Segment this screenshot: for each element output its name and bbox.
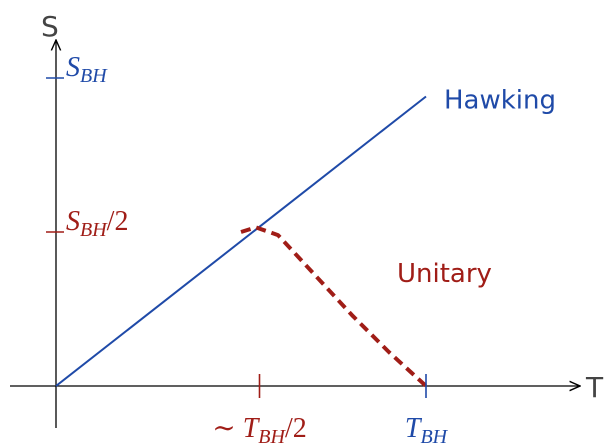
y-tick-label-0-main: S	[66, 52, 80, 83]
x-tick-label-1-sub: BH	[420, 426, 448, 448]
y-tick-label-1-main: S	[66, 206, 80, 237]
x-tick-label-0-main: T	[243, 413, 261, 444]
series-label-hawking: Hawking	[444, 85, 556, 115]
x-tick-label-1-main: T	[405, 413, 423, 444]
x-tick-label-0-prefix: ∼	[212, 413, 242, 444]
y-tick-label-1-suffix: /2	[107, 206, 129, 237]
y-tick-label-1: SBH/2	[66, 206, 128, 241]
y-tick-label-1-sub: BH	[80, 219, 108, 241]
series-line-hawking	[55, 95, 427, 387]
x-tick-label-0: ∼ TBH/2	[212, 413, 307, 448]
x-axis-label: T	[585, 371, 604, 404]
x-tick-label-0-sub: BH	[258, 426, 286, 448]
x-tick-label-0-suffix: /2	[285, 413, 307, 444]
y-tick-label-0-sub: BH	[80, 65, 108, 87]
x-tick-label-1: TBH	[405, 413, 449, 448]
series-label-unitary: Unitary	[397, 259, 492, 289]
series-line-unitary	[240, 225, 428, 388]
y-tick-label-0: SBH	[66, 52, 108, 87]
y-axis-label: S	[41, 10, 59, 43]
